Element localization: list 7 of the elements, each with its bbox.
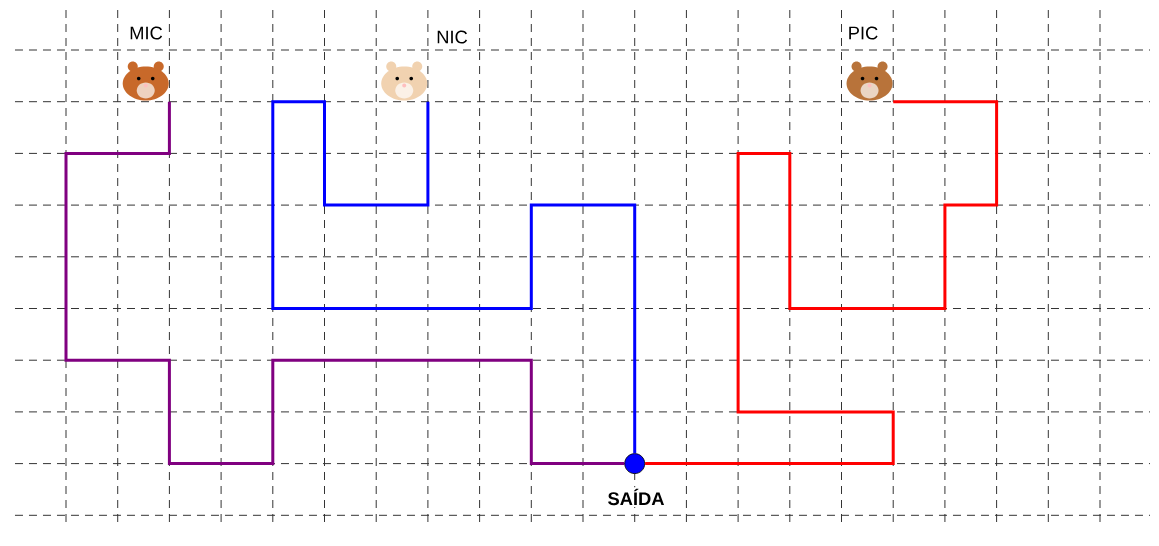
exit-label: SAÍDA — [605, 487, 667, 507]
path-line — [64, 101, 625, 466]
name-label: NIC — [437, 30, 468, 44]
path-line — [271, 100, 637, 454]
path-line — [645, 100, 999, 466]
name-label: MIC — [130, 26, 163, 40]
name-label: PIC — [849, 26, 878, 40]
